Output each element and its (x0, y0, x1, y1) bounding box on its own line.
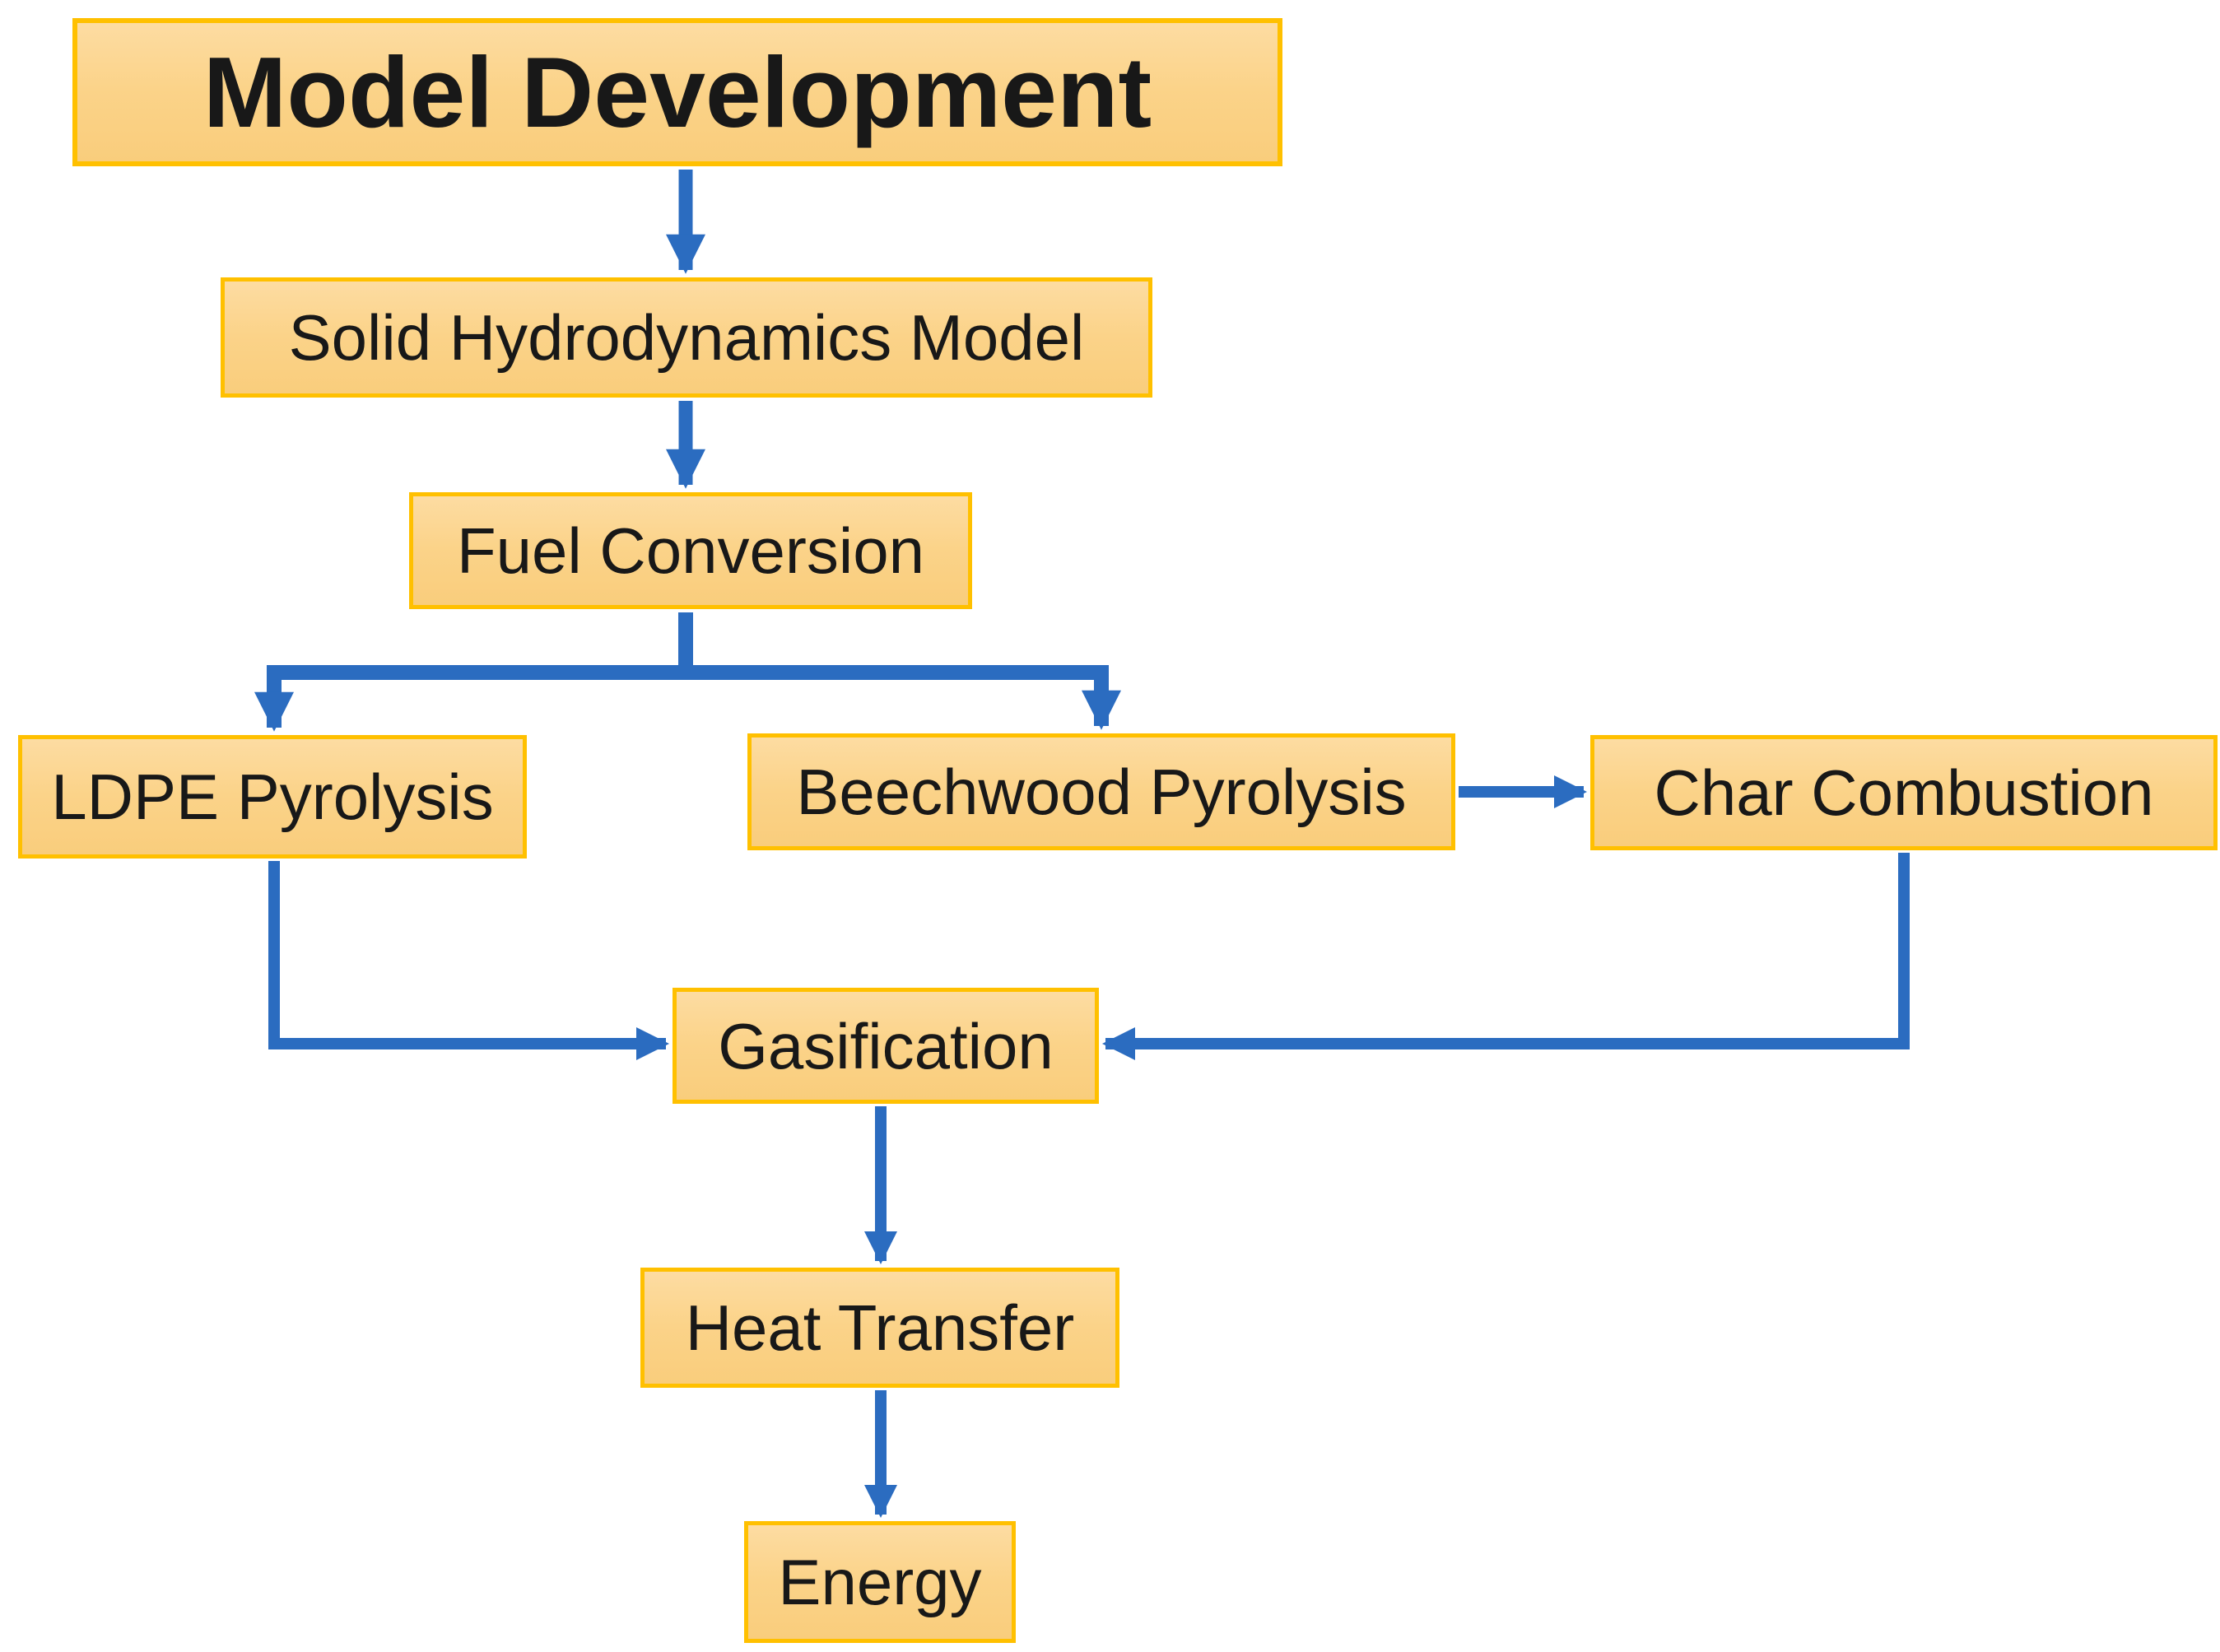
node-gasification-label: Gasification (718, 1009, 1054, 1082)
node-fuel-conversion: Fuel Conversion (409, 492, 972, 609)
node-heat-transfer-label: Heat Transfer (685, 1291, 1075, 1364)
edge-fuel-conversion-to-ldpe-pyrolysis-arrow (254, 612, 693, 732)
node-char-combustion: Char Combustion (1590, 735, 2218, 850)
node-ldpe-pyrolysis-label: LDPE Pyrolysis (51, 761, 494, 833)
node-energy-label: Energy (778, 1546, 982, 1618)
node-beechwood-pyrolysis: Beechwood Pyrolysis (747, 733, 1455, 850)
node-char-combustion-label: Char Combustion (1654, 756, 2154, 829)
edge-char-combustion-to-gasification-arrow (1102, 853, 1910, 1060)
node-solid-hydrodynamics-model: Solid Hydrodynamics Model (221, 277, 1152, 398)
node-solid-hydrodynamics-model-label: Solid Hydrodynamics Model (288, 301, 1085, 374)
node-heat-transfer: Heat Transfer (640, 1268, 1119, 1388)
node-beechwood-pyrolysis-label: Beechwood Pyrolysis (796, 756, 1407, 828)
node-gasification: Gasification (673, 988, 1099, 1104)
edge-fuel-conversion-to-beechwood-pyrolysis-arrow (686, 665, 1121, 730)
node-ldpe-pyrolysis: LDPE Pyrolysis (18, 735, 527, 859)
node-model-development: Model Development (72, 18, 1282, 166)
node-energy: Energy (744, 1521, 1016, 1643)
node-fuel-conversion-label: Fuel Conversion (457, 514, 924, 587)
node-model-development-label: Model Development (202, 36, 1152, 148)
edge-ldpe-pyrolysis-to-gasification-arrow (268, 861, 669, 1060)
